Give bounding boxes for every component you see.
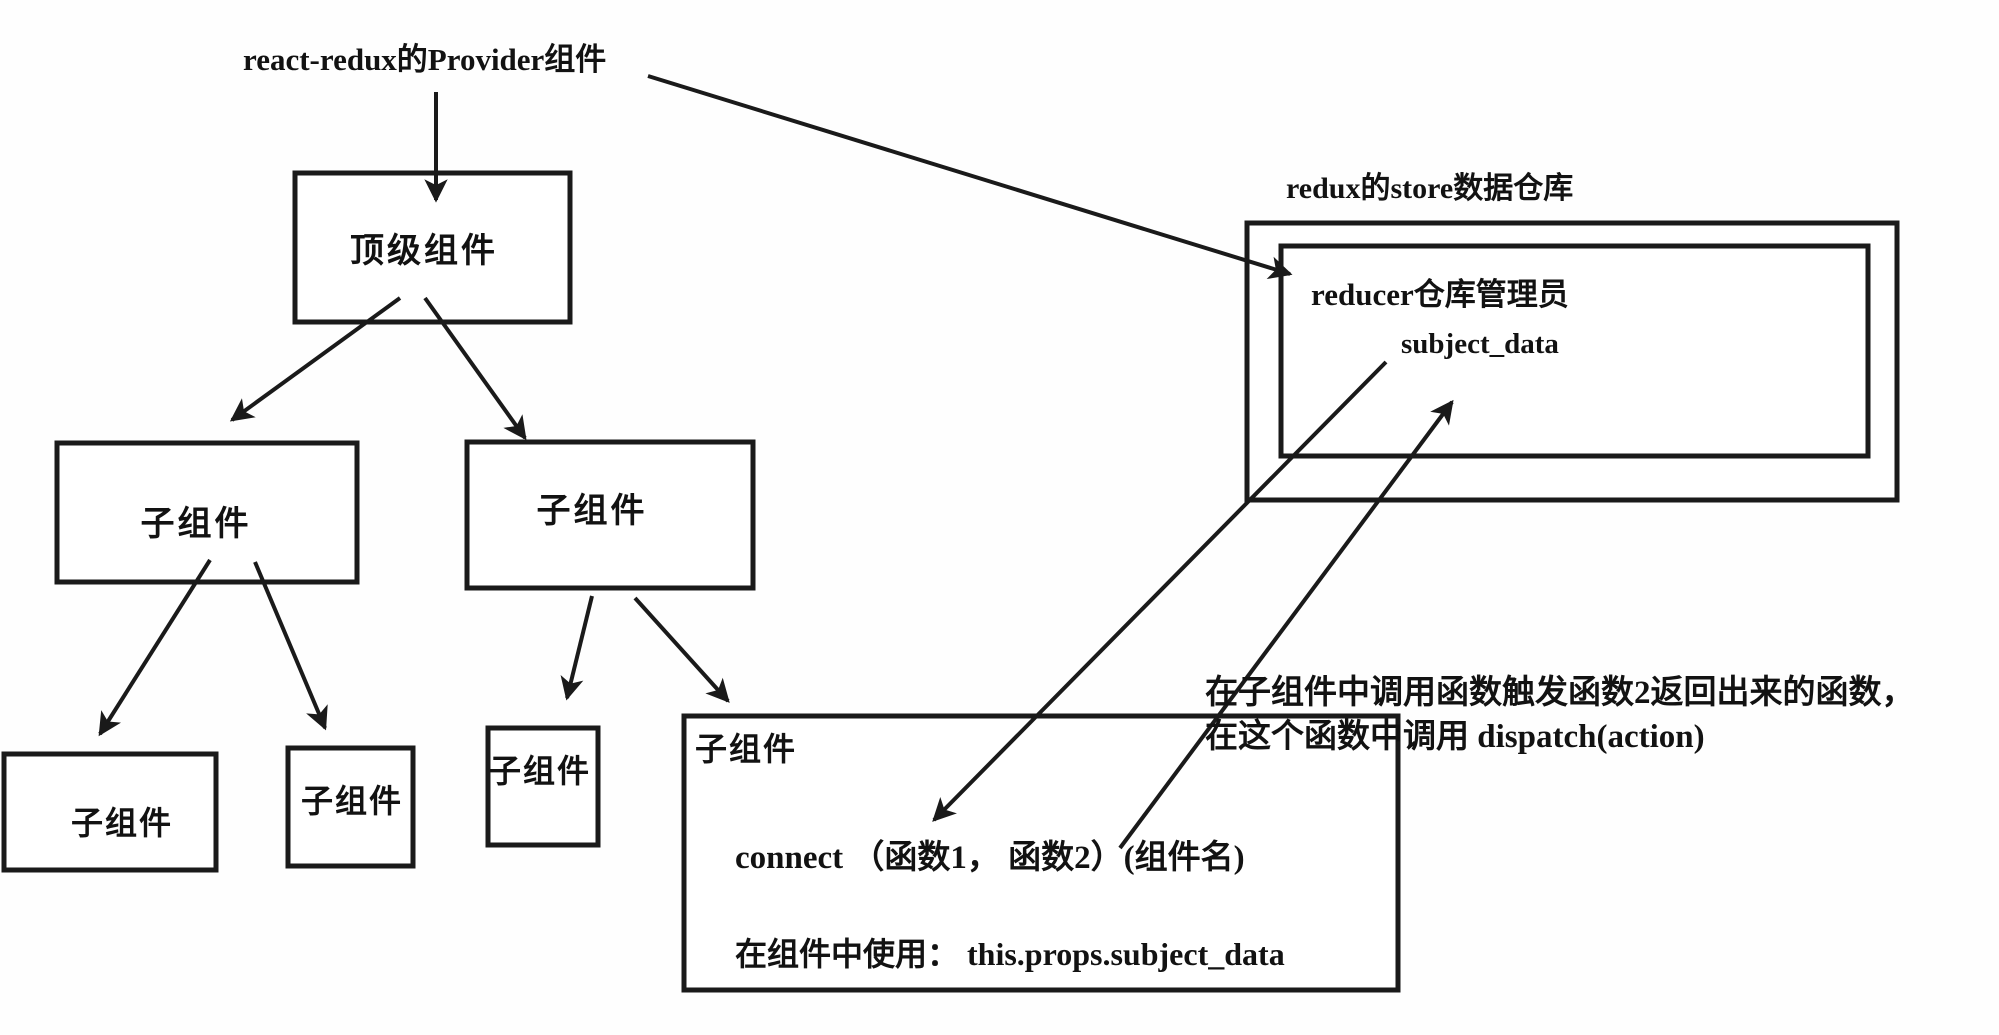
leaf-mid-box <box>285 745 416 869</box>
subject-data-label: subject_data <box>1401 328 1559 360</box>
leaf-right-box <box>485 725 601 848</box>
edge-func2-to-store <box>1118 399 1454 850</box>
connected-child-box <box>681 713 1401 993</box>
leaf-left-box <box>1 751 219 873</box>
edge-childleft-to-leaf-left <box>98 558 212 737</box>
edge-childright-to-leaf-right <box>560 595 594 701</box>
top-component-label: 顶级组件 <box>350 232 498 270</box>
connected-child-label: 子组件 <box>695 731 797 767</box>
child-left-box <box>54 440 360 585</box>
annotation-line2: 在这个函数中调用 dispatch(action) <box>1205 718 1705 755</box>
edge-childright-to-connected-child <box>633 596 730 703</box>
store-title-label: redux的store数据仓库 <box>1286 172 1573 205</box>
annotation-line1: 在子组件中调用函数触发函数2返回出来的函数， <box>1205 674 1915 711</box>
child-right-label: 子组件 <box>537 492 648 530</box>
edge-subjectdata-to-func1 <box>932 360 1388 822</box>
edge-top-to-child-left <box>229 296 402 422</box>
leaf-right-label: 子组件 <box>489 753 591 789</box>
child-left-label: 子组件 <box>141 505 252 543</box>
connect-call-text: connect （函数1， 函数2）(组件名) <box>735 839 1245 876</box>
store-inner-box <box>1278 243 1871 459</box>
leaf-mid-label: 子组件 <box>301 783 403 819</box>
edge-childleft-to-leaf-mid <box>253 561 328 731</box>
child-right-box <box>464 439 756 591</box>
edge-provider-to-store <box>647 74 1293 280</box>
provider-label: react-redux的Provider组件 <box>243 42 606 77</box>
leaf-left-label: 子组件 <box>71 805 173 841</box>
usage-text: 在组件中使用： this.props.subject_data <box>735 936 1285 972</box>
reducer-label: reducer仓库管理员 <box>1311 277 1569 312</box>
edge-top-to-child-right <box>423 296 527 441</box>
